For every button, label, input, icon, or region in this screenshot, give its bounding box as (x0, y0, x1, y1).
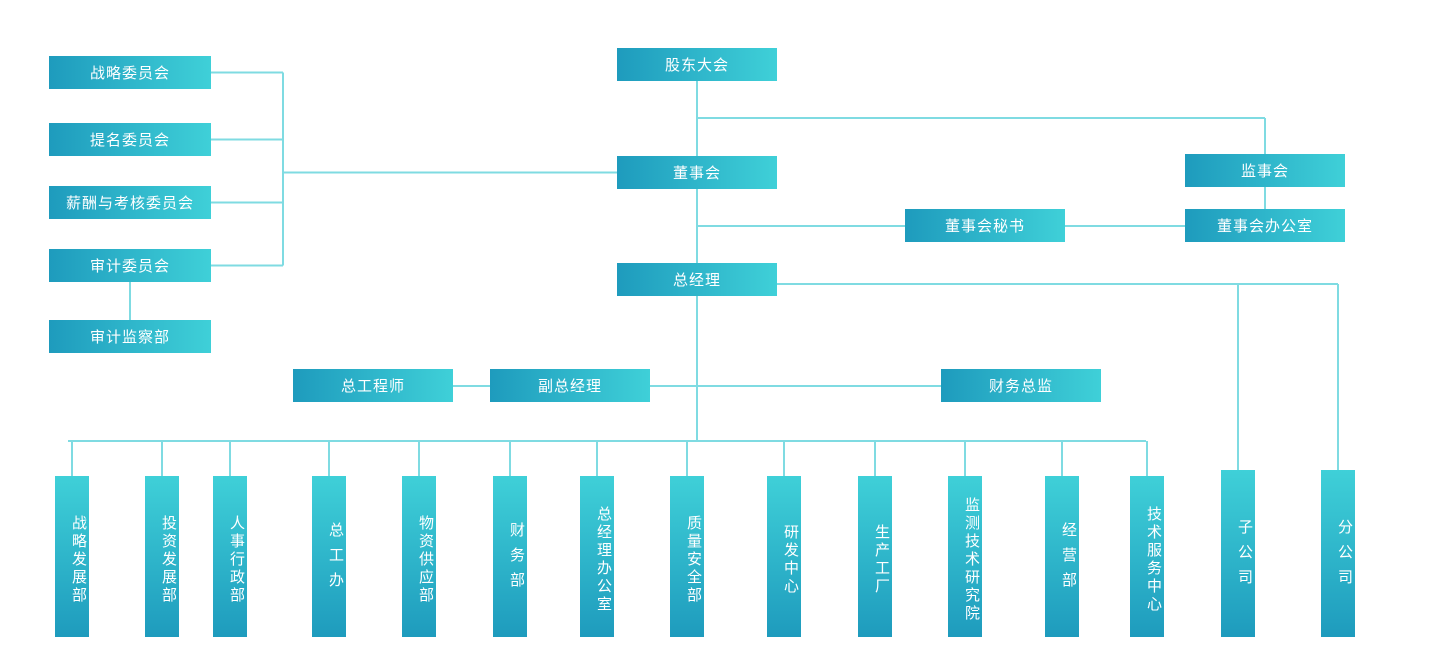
node-board-of-supervisors[interactable]: 监事会 (1185, 154, 1345, 187)
node-board-secretary[interactable]: 董事会秘书 (905, 209, 1065, 242)
node-chief-engineer[interactable]: 总工程师 (293, 369, 453, 402)
dept-strategy-development[interactable]: 战略发展部 (55, 476, 89, 637)
dept-gm-office[interactable]: 总经理办公室 (580, 476, 614, 637)
dept-quality-safety[interactable]: 质量安全部 (670, 476, 704, 637)
node-nomination-committee[interactable]: 提名委员会 (49, 123, 211, 156)
node-board-office[interactable]: 董事会办公室 (1185, 209, 1345, 242)
dept-rd-center[interactable]: 研发中心 (767, 476, 801, 637)
node-cfo[interactable]: 财务总监 (941, 369, 1101, 402)
node-branch-company[interactable]: 分公司 (1321, 470, 1355, 637)
node-audit-committee[interactable]: 审计委员会 (49, 249, 211, 282)
dept-production-plant[interactable]: 生产工厂 (858, 476, 892, 637)
node-audit-supervision-dept[interactable]: 审计监察部 (49, 320, 211, 353)
node-remuneration-committee[interactable]: 薪酬与考核委员会 (49, 186, 211, 219)
dept-material-supply[interactable]: 物资供应部 (402, 476, 436, 637)
dept-technical-service-center[interactable]: 技术服务中心 (1130, 476, 1164, 637)
node-general-manager[interactable]: 总经理 (617, 263, 777, 296)
node-shareholders-meeting[interactable]: 股东大会 (617, 48, 777, 81)
dept-hr-administration[interactable]: 人事行政部 (213, 476, 247, 637)
dept-chief-engineer-office[interactable]: 总工办 (312, 476, 346, 637)
dept-business-operations[interactable]: 经营部 (1045, 476, 1079, 637)
node-board-of-directors[interactable]: 董事会 (617, 156, 777, 189)
node-subsidiary-company[interactable]: 子公司 (1221, 470, 1255, 637)
node-deputy-general-manager[interactable]: 副总经理 (490, 369, 650, 402)
node-strategy-committee[interactable]: 战略委员会 (49, 56, 211, 89)
dept-monitoring-tech-institute[interactable]: 监测技术研究院 (948, 476, 982, 637)
dept-investment-development[interactable]: 投资发展部 (145, 476, 179, 637)
dept-finance[interactable]: 财务部 (493, 476, 527, 637)
